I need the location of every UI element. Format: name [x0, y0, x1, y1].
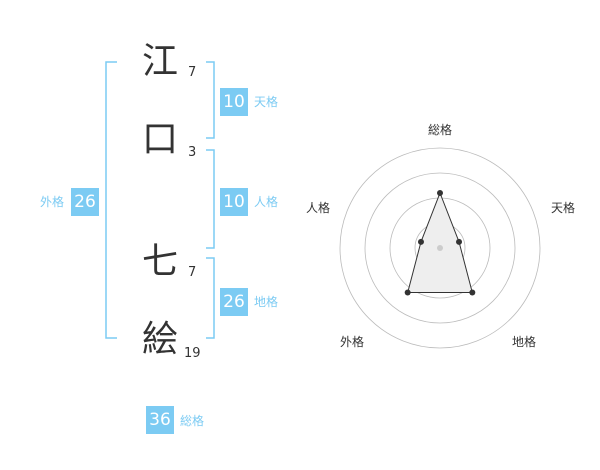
stroke-count-1: 7: [188, 65, 197, 80]
tenkaku-value-badge: 10: [220, 88, 248, 116]
radar-series-polygon: [407, 191, 473, 293]
tenkaku-label: 天格: [254, 95, 279, 109]
radar-center-dot: [437, 245, 443, 251]
radar-axis-label-soukaku: 総格: [427, 123, 452, 137]
stroke-count-3: 7: [188, 265, 197, 280]
radar-point-5: [417, 238, 424, 245]
tenkaku-bracket: [206, 61, 215, 139]
radar-axis-label-chikaku: 地格: [511, 335, 536, 349]
soukaku-value-badge: 36: [146, 406, 174, 434]
name-char-2: 口: [141, 119, 178, 160]
radar-axis-label-gaikaku: 外格: [339, 335, 364, 349]
radar-point-1: [437, 190, 443, 196]
jinkaku-value-badge: 10: [220, 188, 248, 216]
jinkaku-label: 人格: [254, 195, 279, 209]
gaikaku-label: 外格: [40, 195, 65, 209]
name-char-1: 江: [141, 41, 178, 82]
chikaku-bracket: [206, 257, 215, 339]
radar-point-4: [404, 289, 411, 296]
name-char-4: 絵: [141, 319, 178, 360]
radar-point-3: [469, 289, 476, 296]
gaikaku-bracket: [105, 61, 117, 339]
chikaku-label: 地格: [254, 295, 279, 309]
radar-axis-label-tenkaku: 天格: [550, 201, 575, 215]
radar-axis-label-jinkaku: 人格: [305, 201, 330, 215]
radar-grid-ring: [364, 172, 516, 324]
stroke-count-2: 3: [188, 145, 197, 160]
radar-point-2: [456, 238, 463, 245]
gaikaku-value-badge: 26: [71, 188, 99, 216]
stroke-count-4: 19: [184, 346, 201, 361]
chikaku-value-badge: 26: [220, 288, 248, 316]
radar-grid-ring: [339, 147, 541, 349]
soukaku-label: 総格: [180, 414, 205, 428]
jinkaku-bracket: [206, 149, 215, 249]
name-char-3: 七: [141, 241, 178, 282]
